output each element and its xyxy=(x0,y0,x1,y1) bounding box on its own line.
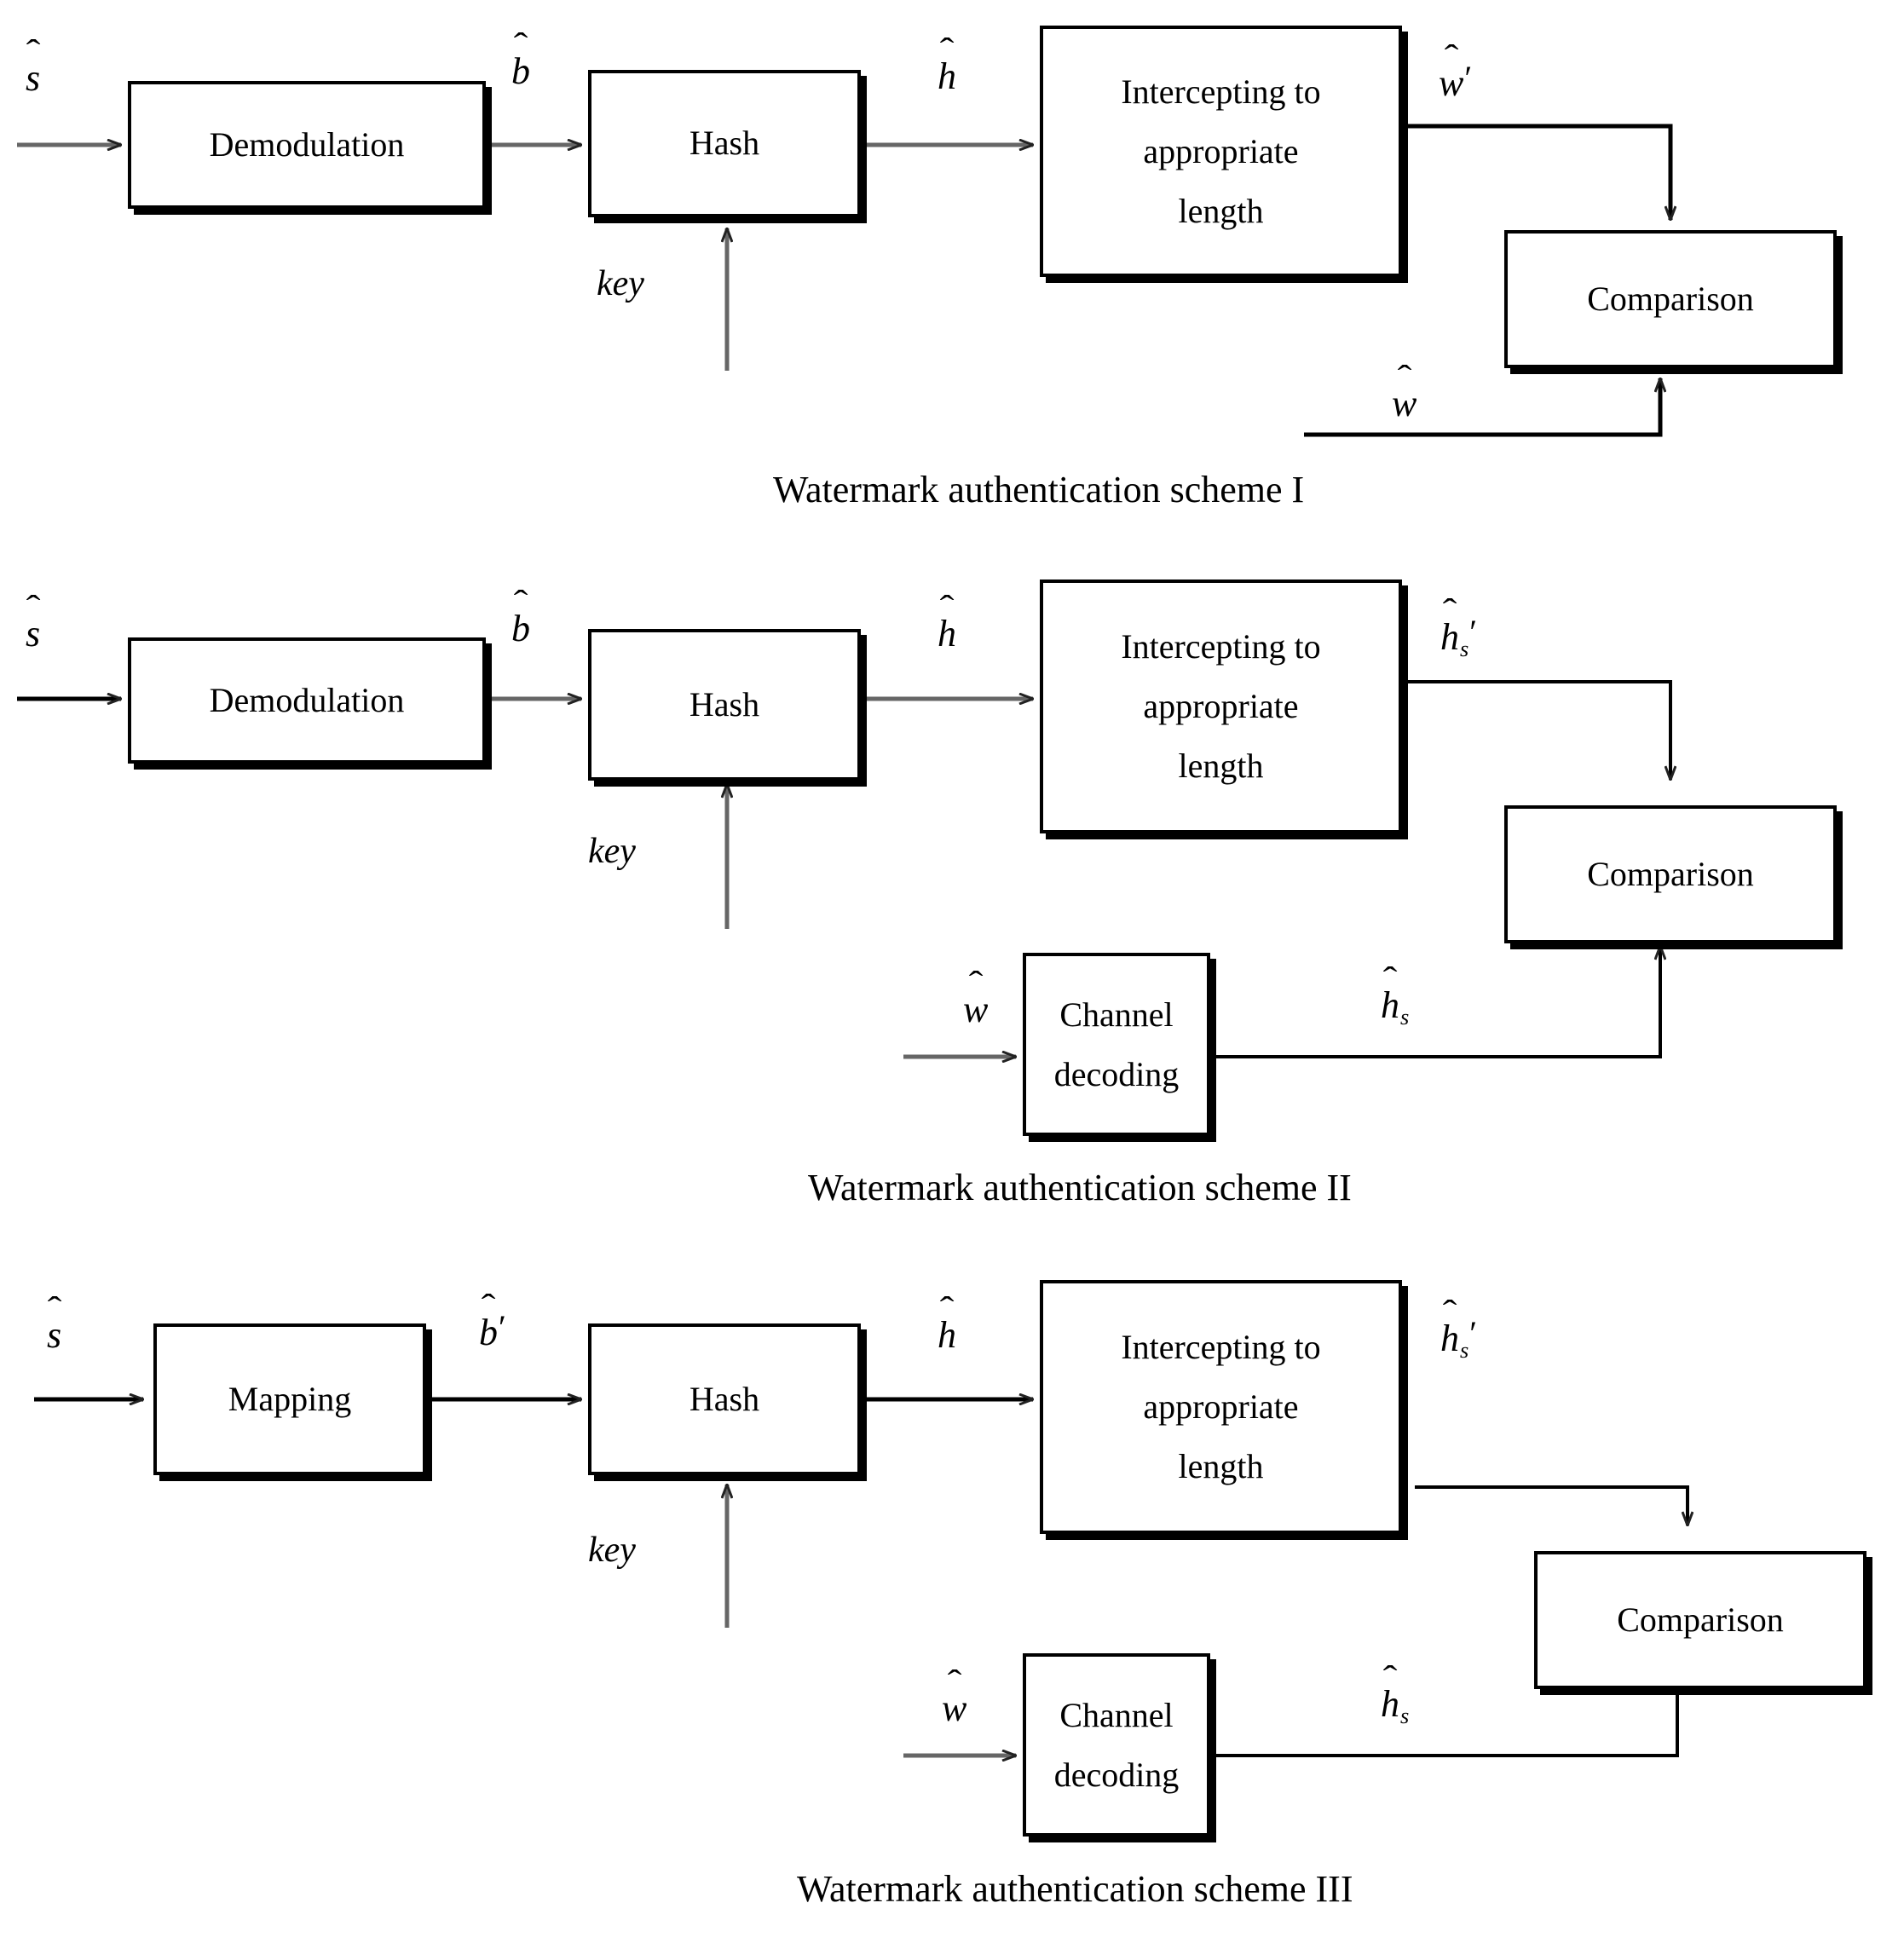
prime-glyph: ′ xyxy=(499,1308,506,1346)
scheme-1-after-hash-label: h xyxy=(938,58,956,95)
scheme-2-channel-decoding-line2: decoding xyxy=(1053,1054,1180,1093)
subscript-s-glyph: s xyxy=(1460,636,1469,662)
prime-glyph: ′ xyxy=(1469,1314,1478,1352)
scheme-2-intercepting-line1: Intercepting to xyxy=(1121,627,1321,666)
scheme-2-intercept-output-label: hs′ xyxy=(1440,613,1478,662)
scheme-2-demodulation-label: Demodulation xyxy=(209,680,405,719)
scheme-3-hash-box[interactable]: Hash xyxy=(588,1323,861,1475)
scheme-3-intercepting-line2: appropriate xyxy=(1143,1387,1299,1426)
w-hat-glyph: w xyxy=(1439,65,1463,102)
scheme-1-demodulation-label: Demodulation xyxy=(209,124,405,164)
scheme-2-watermark-label: w xyxy=(963,991,988,1029)
scheme-3-key-label: key xyxy=(588,1531,636,1570)
scheme-1-watermark-label: w xyxy=(1392,385,1416,423)
scheme-3-after-hash-label: h xyxy=(938,1317,956,1354)
scheme-2-after-demodulation-label: b xyxy=(511,610,530,648)
h-hat-glyph: h xyxy=(1381,987,1399,1024)
h-hat-glyph: h xyxy=(1440,619,1459,656)
scheme-3-intercepting-line3: length xyxy=(1178,1447,1264,1485)
scheme-1-input-signal-label: s xyxy=(26,60,40,97)
scheme-3-input-signal-label: s xyxy=(47,1317,61,1354)
subscript-s-glyph: s xyxy=(1460,1337,1469,1364)
scheme-1-comparison-label: Comparison xyxy=(1587,279,1754,318)
scheme-1-intercepting-line3: length xyxy=(1178,191,1264,230)
scheme-2-intercepting-box[interactable]: Intercepting to appropriate length xyxy=(1040,580,1402,833)
scheme-2-hash-box[interactable]: Hash xyxy=(588,629,861,781)
scheme-1-intercepting-line1: Intercepting to xyxy=(1121,72,1321,111)
scheme-1-intercepting-line2: appropriate xyxy=(1143,131,1299,170)
scheme-3-mapping-label: Mapping xyxy=(228,1379,352,1418)
scheme-2-input-signal-label: s xyxy=(26,615,40,653)
scheme-2-after-hash-label: h xyxy=(938,615,956,653)
scheme-2-intercepting-line2: appropriate xyxy=(1143,687,1299,725)
scheme-3-comparison-box[interactable]: Comparison xyxy=(1534,1551,1866,1689)
scheme-3-after-mapping-label: b′ xyxy=(479,1308,506,1352)
h-hat-glyph: h xyxy=(1440,1320,1459,1358)
scheme-1-caption: Watermark authentication scheme I xyxy=(773,469,1305,510)
scheme-3-hash-label: Hash xyxy=(689,1379,760,1418)
w-hat-glyph: w xyxy=(942,1690,966,1727)
s-hat-glyph: s xyxy=(47,1317,61,1354)
scheme-2-comparison-label: Comparison xyxy=(1587,854,1754,893)
scheme-2-channel-decoding-box[interactable]: Channel decoding xyxy=(1023,953,1210,1136)
scheme-1-intercept-output-label: w′ xyxy=(1439,61,1472,102)
scheme-2-decoded-label: hs xyxy=(1381,987,1410,1029)
scheme-2-key-label: key xyxy=(588,832,636,871)
s-hat-glyph: s xyxy=(26,60,40,97)
scheme-2-comparison-box[interactable]: Comparison xyxy=(1504,805,1837,943)
scheme-1-demodulation-box[interactable]: Demodulation xyxy=(128,81,486,209)
scheme-1-key-label: key xyxy=(597,264,644,303)
scheme-2-intercepting-line3: length xyxy=(1178,747,1264,785)
scheme-3-comparison-label: Comparison xyxy=(1617,1600,1784,1639)
scheme-3-caption: Watermark authentication scheme III xyxy=(797,1868,1353,1910)
scheme-2-hash-label: Hash xyxy=(689,684,760,724)
scheme-3-mapping-box[interactable]: Mapping xyxy=(153,1323,426,1475)
scheme-1-intercepting-box[interactable]: Intercepting to appropriate length xyxy=(1040,26,1402,277)
b-hat-glyph: b xyxy=(511,53,530,90)
scheme-3-watermark-label: w xyxy=(942,1690,966,1727)
h-hat-glyph: h xyxy=(938,615,956,653)
scheme-1-after-demodulation-label: b xyxy=(511,53,530,90)
h-hat-glyph: h xyxy=(1381,1686,1399,1723)
scheme-1-hash-box[interactable]: Hash xyxy=(588,70,861,217)
scheme-3-intercepting-line1: Intercepting to xyxy=(1121,1328,1321,1366)
h-hat-glyph: h xyxy=(938,1317,956,1354)
scheme-3-channel-decoding-box[interactable]: Channel decoding xyxy=(1023,1653,1210,1837)
scheme-1-hash-label: Hash xyxy=(689,124,760,163)
scheme-2-demodulation-box[interactable]: Demodulation xyxy=(128,637,486,764)
prime-glyph: ′ xyxy=(1464,59,1473,97)
scheme-3-intercept-output-label: hs′ xyxy=(1440,1314,1478,1364)
scheme-3-channel-decoding-line1: Channel xyxy=(1059,1695,1174,1734)
prime-glyph: ′ xyxy=(1469,613,1478,651)
scheme-2-channel-decoding-line1: Channel xyxy=(1059,995,1174,1034)
s-hat-glyph: s xyxy=(26,615,40,653)
subscript-s-glyph: s xyxy=(1400,1003,1410,1029)
scheme-3-decoded-label: hs xyxy=(1381,1686,1409,1727)
w-hat-glyph: w xyxy=(1392,385,1416,423)
b-hat-glyph: b xyxy=(479,1314,498,1352)
subscript-s-glyph: s xyxy=(1400,1702,1410,1728)
scheme-1-comparison-box[interactable]: Comparison xyxy=(1504,230,1837,368)
scheme-3-intercepting-box[interactable]: Intercepting to appropriate length xyxy=(1040,1280,1402,1534)
scheme-2-caption: Watermark authentication scheme II xyxy=(808,1167,1352,1208)
b-hat-glyph: b xyxy=(511,610,530,648)
scheme-3-channel-decoding-line2: decoding xyxy=(1053,1755,1180,1794)
w-hat-glyph: w xyxy=(963,991,988,1029)
h-hat-glyph: h xyxy=(938,58,956,95)
